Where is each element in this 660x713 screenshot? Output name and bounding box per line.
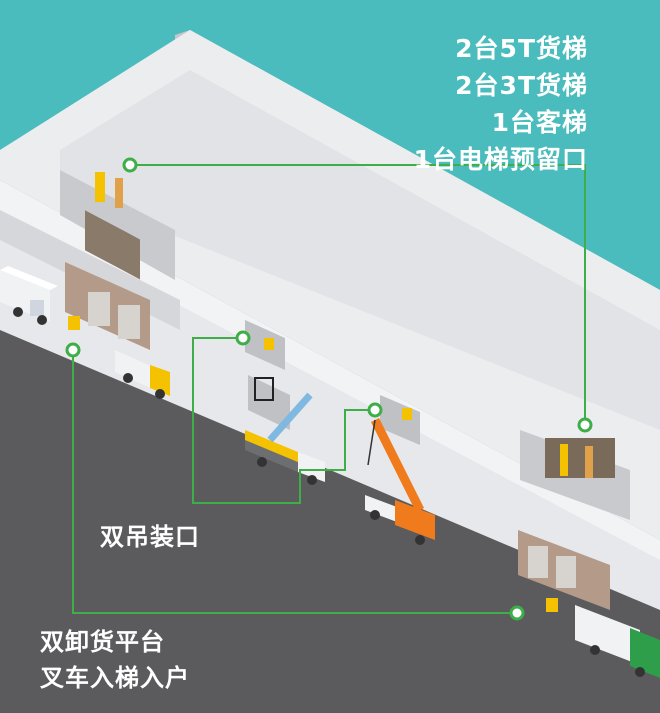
lower-front-wall [0,180,660,560]
loading-line-1: 双卸货平台 [40,628,165,656]
box-truck-left [0,266,58,325]
orange-crane-truck [365,417,435,545]
elevator-callout: 2台5T货梯 2台3T货梯 1台客梯 1台电梯预留口 [414,30,588,178]
elevator-line-4: 1台电梯预留口 [413,145,588,174]
forklift-2 [264,338,274,350]
yellow-truck [115,350,170,399]
hoist-callout: 双吊装口 [100,520,200,554]
callout-markers [65,157,593,621]
elevator-line-2: 2台3T货梯 [455,71,588,100]
elevator-line-1: 2台5T货梯 [455,34,588,63]
loading-connector [72,350,517,614]
upper-elevator-bay [60,170,175,280]
ground-road [0,320,660,713]
forklift-4 [546,598,558,612]
green-cab-truck [575,605,660,678]
forklift-1 [68,316,80,330]
flatbed-truck [245,377,325,485]
lower-right-elevator-doors [518,530,610,610]
marker-loading-left [65,342,81,358]
hoist-opening-3 [380,395,420,445]
loading-callout: 双卸货平台 叉车入梯入户 [40,624,190,696]
right-elevator-bay [520,430,630,520]
elevator-line-3: 1台客梯 [491,108,588,137]
marker-hoist-1 [235,330,251,346]
upper-floor-shadow [60,70,660,430]
left-elevator-doors [65,262,150,350]
hoist-line-1: 双吊装口 [100,523,200,551]
marker-hoist-2 [367,402,383,418]
callout-connectors [72,164,586,614]
marker-elevator-upper [122,157,138,173]
hoist-opening-2 [248,375,290,430]
marker-loading-right [509,605,525,621]
hoist-connector [192,337,375,504]
marker-elevator-right [577,417,593,433]
elevator-connector [130,164,586,425]
loading-line-2: 叉车入梯入户 [40,664,190,692]
forklift-3 [402,408,412,420]
